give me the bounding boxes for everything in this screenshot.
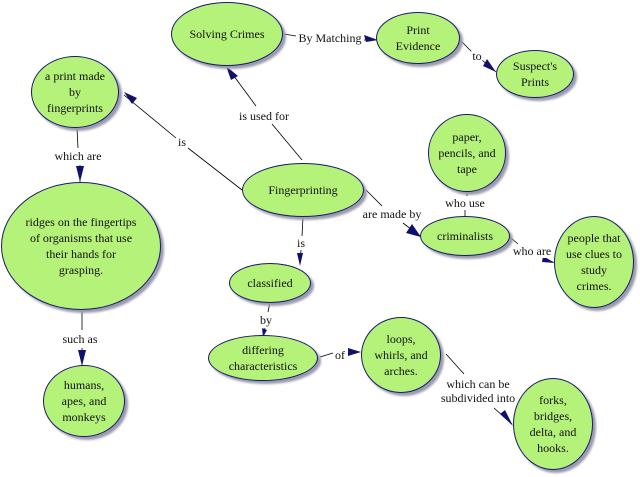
- node-label: Fingerprinting: [268, 183, 338, 197]
- node-loops-whirls-arches[interactable]: loops, whirls, and arches.: [361, 317, 441, 393]
- link-which-can-be-subdivided[interactable]: which can be subdivided into: [439, 377, 517, 405]
- link-who-use[interactable]: who use: [444, 196, 486, 210]
- link-which-are[interactable]: which are: [53, 149, 103, 163]
- arrow-to-print-evidence: [364, 35, 378, 42]
- node-solving-crimes[interactable]: Solving Crimes: [171, 2, 283, 66]
- arrow-to-solving: [226, 66, 238, 80]
- node-paper-pencils-tape[interactable]: paper, pencils, and tape: [428, 114, 506, 192]
- line-fp-aremadeby: [365, 189, 383, 207]
- node-label: people that use clues to study crimes.: [566, 231, 622, 293]
- line-print-to: [459, 39, 473, 53]
- node-classified[interactable]: classified: [229, 263, 311, 303]
- node-differing-characteristics[interactable]: differing characteristics: [208, 335, 318, 381]
- node-label: criminalists: [437, 229, 493, 243]
- arrow-to-suspects: [483, 59, 496, 72]
- node-print-evidence[interactable]: Print Evidence: [376, 12, 460, 64]
- node-humans[interactable]: humans, apes, and monkeys: [43, 365, 125, 437]
- node-fingerprinting[interactable]: Fingerprinting: [242, 163, 364, 217]
- line-fp-isdown: [301, 216, 304, 237]
- link-is-used-for[interactable]: is used for: [238, 109, 290, 123]
- node-label: Suspect's Prints: [512, 59, 558, 89]
- arrow-to-criminalists: [406, 224, 421, 237]
- node-people-use-clues[interactable]: people that use clues to study crimes.: [554, 216, 634, 308]
- arrow-to-forks: [500, 410, 513, 426]
- line-printmade-whichare: [76, 127, 79, 149]
- line-differing-of: [319, 352, 334, 358]
- line-classified-by: [267, 301, 271, 313]
- node-print-made-by-fingerprints[interactable]: a print made by fingerprints: [31, 56, 119, 128]
- node-forks-bridges[interactable]: forks, bridges, delta, and hooks.: [513, 378, 593, 470]
- line-crim-whoare: [510, 237, 519, 245]
- node-shape: [554, 216, 634, 308]
- node-shape: [31, 56, 119, 128]
- node-shape: [420, 216, 510, 256]
- arrow-to-classified: [297, 253, 303, 266]
- node-label: forks, bridges, delta, and hooks.: [529, 393, 577, 455]
- node-label: ridges on the fingertips of organisms th…: [25, 215, 137, 277]
- node-shape: [43, 365, 125, 437]
- arrow-to-humans: [78, 350, 86, 366]
- node-label: Print Evidence: [395, 23, 441, 53]
- line-fp-is: [187, 147, 243, 191]
- arrow-to-loops: [348, 348, 361, 356]
- node-ridges[interactable]: ridges on the fingertips of organisms th…: [1, 182, 161, 310]
- node-shape: [361, 317, 441, 393]
- node-shape: [1, 182, 161, 310]
- arrow-to-print-made: [124, 92, 137, 104]
- node-label: loops, whirls, and arches.: [374, 332, 428, 378]
- node-label: Solving Crimes: [189, 27, 265, 41]
- line-fp-isusedfor: [271, 123, 303, 161]
- node-label: a print made by fingerprints: [45, 69, 105, 115]
- node-suspects-prints[interactable]: Suspect's Prints: [496, 50, 574, 98]
- link-by-matching[interactable]: By Matching: [297, 31, 363, 45]
- node-shape: [496, 50, 574, 98]
- node-label: humans, apes, and monkeys: [61, 378, 107, 424]
- node-shape: [513, 378, 593, 470]
- link-such-as[interactable]: such as: [61, 332, 99, 346]
- node-label: differing characteristics: [228, 343, 298, 373]
- link-are-made-by[interactable]: are made by: [361, 207, 423, 221]
- line-loops-whichcan: [445, 353, 465, 375]
- link-is-left[interactable]: is: [176, 135, 188, 149]
- link-to[interactable]: to: [471, 49, 483, 63]
- node-shape: [242, 163, 364, 217]
- node-shape: [208, 335, 318, 381]
- arrow-to-ridges: [76, 166, 84, 182]
- node-label: paper, pencils, and tape: [438, 130, 496, 176]
- link-by[interactable]: by: [259, 313, 273, 327]
- link-who-are[interactable]: who are: [511, 244, 553, 258]
- node-label: classified: [247, 276, 293, 290]
- node-shape: [229, 263, 311, 303]
- node-shape: [376, 12, 460, 64]
- node-shape: [428, 114, 506, 192]
- link-is-down[interactable]: is: [295, 236, 307, 250]
- link-of[interactable]: of: [334, 348, 346, 362]
- node-criminalists[interactable]: criminalists: [420, 216, 510, 256]
- node-shape: [171, 2, 283, 66]
- line-solving-bymatching: [283, 33, 297, 37]
